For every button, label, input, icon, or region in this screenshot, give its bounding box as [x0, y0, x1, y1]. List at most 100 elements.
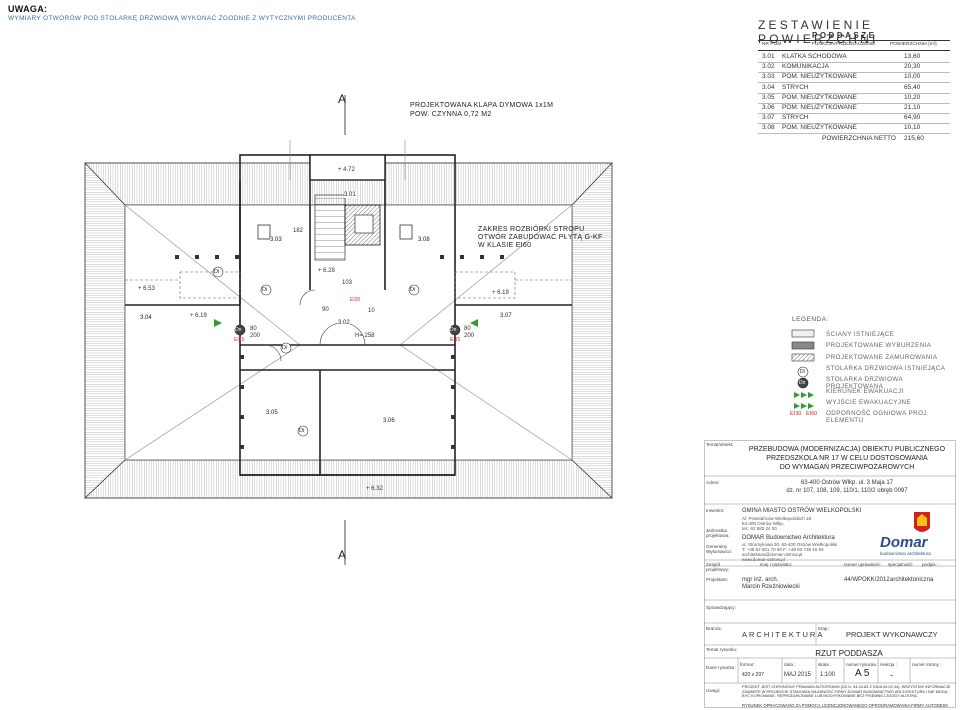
room-3-05: 3.05: [266, 410, 278, 416]
legend-item: STOLARKA DRZWIOWA PROJEKTOWANA: [826, 376, 903, 391]
etap-value: PROJEKT WYKONAWCZY: [846, 630, 938, 639]
col-format: format :: [740, 662, 756, 667]
legend-item: PROJEKTOWANE WYBURZENIA: [826, 342, 932, 350]
label-rysunek: Temat rysunku:: [706, 647, 738, 652]
label-sprawdzajacy: Sprawdzający:: [706, 605, 736, 610]
rewizja-value: -: [890, 670, 893, 680]
skala-value: 1:100: [820, 672, 836, 678]
door-tag-1: Di: [214, 269, 220, 275]
area-total-label: POWIERZCHNIA NETTO: [822, 135, 896, 142]
dim-182: 182: [293, 228, 304, 234]
area-row-nr: 3.05: [762, 93, 775, 101]
door-tag-3: Di: [410, 287, 416, 293]
note-klapa-line2: POW. CZYNNA 0,72 M2: [410, 111, 492, 118]
col-skala: skala :: [818, 662, 832, 667]
evac-arrows: [214, 319, 478, 327]
note-strop-line3: W KLASIE EI60: [478, 242, 532, 249]
label-adres: Adres:: [706, 480, 720, 485]
level-6-19-right: + 6.19: [492, 290, 509, 296]
projektant-uprawnienia: 44/WPOKK/2012: [844, 577, 890, 583]
footer-text: RYSUNEK OPRACOWANO ZA POMOCĄ LICENCJONOW…: [742, 703, 949, 708]
door-tag-5: Di: [299, 428, 305, 434]
roof-outline: [84, 162, 613, 499]
rysunek-value: RZUT PODDASZA: [815, 649, 883, 658]
col-podpis: podpis :: [922, 562, 939, 567]
col-spec: specjalność:: [888, 562, 914, 567]
area-row-area: 13,60: [904, 53, 921, 60]
legend-item: ODPORNOŚĆ OGNIOWA PROJ. ELEMENTU: [826, 410, 930, 425]
area-row-nr: 3.03: [762, 73, 775, 81]
room-3-04: 3.04: [140, 315, 152, 321]
temat-line2: PRZEDSZKOLA NR 17 W CELU DOSTOSOWANIA: [766, 455, 928, 462]
format-value: 420 x 297: [742, 672, 764, 678]
dim-10: 10: [368, 308, 375, 314]
temat-line1: PRZEBUDOWA (MODERNIZACJA) OBIEKTU PUBLIC…: [748, 446, 946, 453]
legend-ei30: EI30: [790, 411, 802, 417]
area-row-name: KOMUNIKACJA: [782, 63, 829, 71]
label-jednostka: Jednostka projektowa:: [706, 528, 730, 538]
label-wykonawca: Generalny Wykonawca:: [706, 544, 732, 554]
legend-item: STOLARKA DRZWIOWA ISTNIEJĄCA: [826, 364, 946, 372]
biuro-detail-3: architektura@domar-ostrow.pl: [742, 552, 803, 557]
area-row-area: 21,10: [904, 104, 921, 111]
door-tags: [212, 266, 461, 437]
legend-symbols: [791, 329, 815, 409]
inwestor-detail-3: tel.: 62 582 24 00: [742, 526, 777, 531]
area-table-header-nr: NR POM.: [762, 42, 783, 47]
note-title: UWAGA:: [8, 4, 48, 14]
legend-item: PROJEKTOWANE ZAMUROWANIA: [826, 353, 938, 361]
room-3-01: 3.01: [344, 192, 356, 198]
col-numer: numer uprawnień:: [844, 562, 881, 567]
area-row-name: STRYCH: [782, 114, 809, 122]
inwestor-name: GMINA MIASTO OSTRÓW WIELKOPOLSKI: [742, 508, 862, 514]
dim-200-right: 200: [464, 333, 475, 339]
biuro-detail-2: T: +48 62 501 70 50 F: +48 62 735 16 94: [742, 547, 824, 552]
branza-value: ARCHITEKTURA: [742, 630, 825, 639]
nr-value: A 5: [855, 668, 870, 679]
label-dane: Dane rysunku:: [706, 665, 736, 670]
dim-103: 103: [342, 280, 353, 286]
legend-di-tag: Di: [800, 369, 805, 375]
dim-80-right: 80: [464, 326, 471, 332]
col-data: data :: [784, 662, 796, 667]
inwestor-detail-1: Al. Powstańców Wielkopolskich 18: [742, 516, 812, 521]
legend-title: LEGENDA:: [792, 316, 829, 323]
section-mark-bottom: A: [338, 548, 347, 562]
label-temat: Temat/obiekt:: [706, 442, 734, 447]
room-3-03: 3.03: [270, 237, 282, 243]
label-uwagi: Uwagi:: [706, 688, 721, 693]
note-strop-line2: OTWÓR ZABUDOWAĆ PŁYTĄ G-KF: [478, 234, 603, 241]
area-table-title: ZESTAWIENIE POWIERZCHNI: [758, 18, 879, 46]
domar-logo: Domar: [880, 534, 928, 551]
legend-dn-tag: Dn: [799, 380, 806, 386]
room-3-07: 3.07: [500, 313, 512, 319]
projektant-name: Marcin Rzeźniowiecki: [742, 584, 800, 590]
area-row-area: 10,10: [904, 124, 921, 132]
ei-tag-3: EI15: [450, 337, 461, 343]
ei-tag-2: EI15: [234, 337, 245, 343]
level-4-72: + 4.72: [338, 167, 355, 173]
area-row-name: POM. NIEUŻYTKOWANE: [782, 104, 857, 111]
col-strona: numer strony :: [912, 662, 942, 667]
legend-ei60: EI60: [806, 411, 818, 417]
col-rewizja: rewizja :: [880, 662, 897, 667]
note-klapa-line1: PROJEKTOWANA KLAPA DYMOWA 1x1M: [410, 102, 554, 109]
area-total-value: 215,60: [904, 135, 924, 142]
projektant-title: mgr inż. arch.: [742, 577, 779, 583]
ei-tag-1: EI30: [350, 297, 361, 303]
inwestor-detail-2: 63-400 Ostrów Wlkp.: [742, 521, 785, 526]
biuro-detail-4: www.domar-ostrow.pl: [742, 557, 785, 562]
label-inwestor: Inwestor:: [706, 508, 725, 513]
biuro-detail-1: ul. Strumykowa 30, 63-400 Ostrów Wielkop…: [742, 542, 838, 547]
area-row-area: 65,40: [904, 83, 921, 91]
room-3-02: 3.02: [338, 320, 350, 326]
door-tag-new-2: Dn: [450, 327, 457, 333]
door-tag-new-1: Dn: [235, 327, 242, 333]
adres-line2: dz. nr 107, 108, 109, 110/1, 110/2 obręb…: [786, 488, 908, 494]
area-table-subtitle: PODDASZE: [812, 31, 877, 40]
area-row-nr: 3.02: [762, 63, 775, 71]
area-row-nr: 3.06: [762, 104, 775, 111]
level-6-32: + 6.32: [366, 486, 383, 492]
note-text: WYMIARY OTWORÓW POD STOLARKĘ DRZWIOWĄ WY…: [8, 15, 356, 22]
area-row-area: 10,20: [904, 93, 921, 101]
